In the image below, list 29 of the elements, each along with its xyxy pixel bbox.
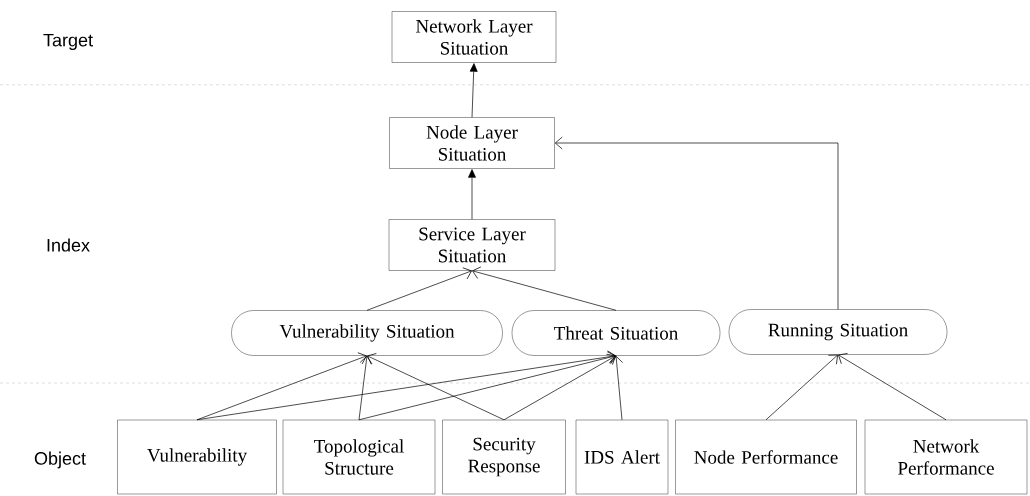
rounded-box: Vulnerability Situation — [231, 310, 503, 356]
arrow — [838, 353, 947, 421]
process-box: Vulnerability — [117, 419, 277, 495]
process-box: Network Performance — [864, 419, 1028, 495]
arrow — [472, 266, 617, 311]
arrow — [765, 354, 838, 421]
rounded-box: Running Situation — [728, 309, 948, 355]
process-box: Node Performance — [675, 419, 857, 495]
process-box: Node Layer Situation — [389, 117, 555, 169]
row-label: Index — [47, 238, 90, 252]
arrow — [196, 350, 616, 421]
row-label: Target — [43, 33, 93, 51]
arrow — [469, 63, 478, 118]
process-box: Topological Structure — [282, 419, 436, 495]
arrow — [358, 351, 616, 421]
arrow — [503, 353, 616, 421]
process-box: Service Layer Situation — [388, 219, 556, 271]
process-box: Security Response — [442, 419, 566, 495]
row-label: Object — [34, 451, 86, 469]
process-box: Network Layer Situation — [391, 11, 557, 63]
arrow — [367, 353, 505, 421]
process-box: IDS Alert — [575, 419, 669, 495]
arrow — [196, 352, 367, 421]
arrow — [468, 169, 476, 220]
arrow — [358, 355, 373, 421]
rounded-box: Threat Situation — [511, 310, 721, 356]
arrow — [554, 136, 839, 310]
arrow — [366, 267, 472, 311]
arrow — [610, 355, 624, 421]
